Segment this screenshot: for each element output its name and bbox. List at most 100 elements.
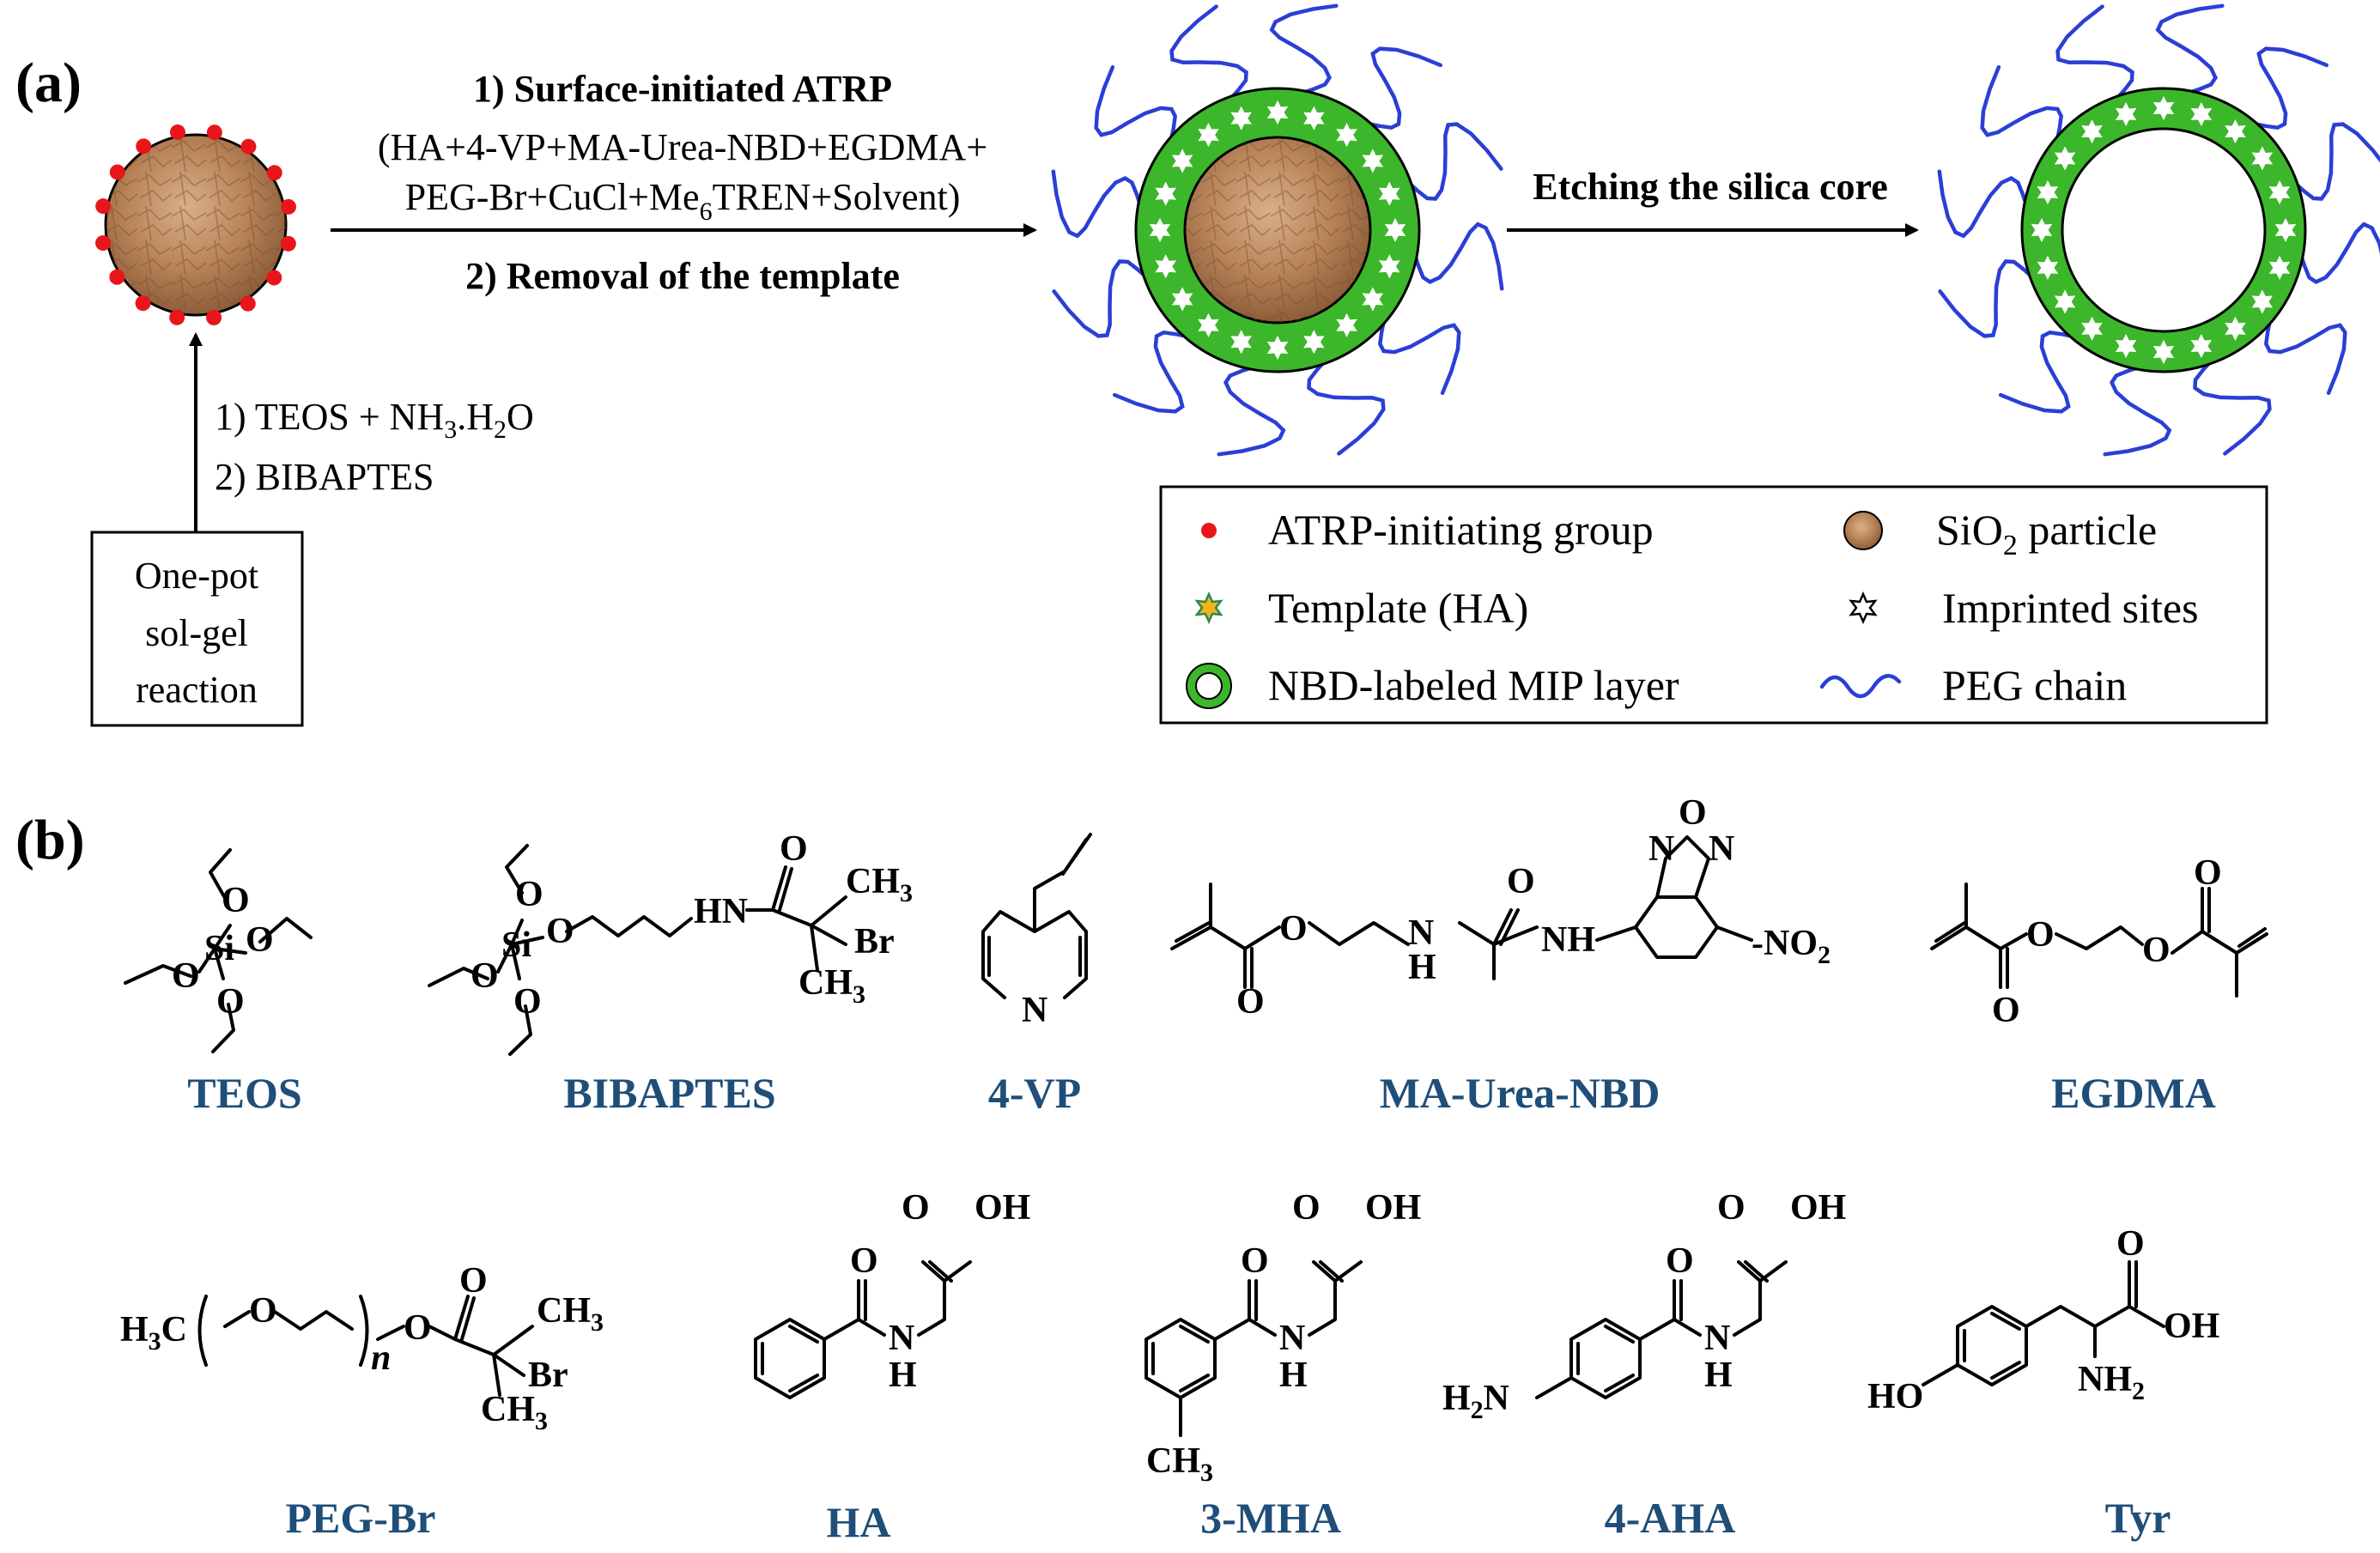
svg-text:Br: Br bbox=[854, 922, 895, 962]
svg-text:O: O bbox=[1236, 982, 1265, 1022]
peg-chain bbox=[1169, 4, 1248, 105]
legend-sio2: SiO2 particle bbox=[1936, 506, 2157, 561]
svg-text:N: N bbox=[889, 1319, 914, 1358]
svg-text:O: O bbox=[2026, 915, 2055, 955]
svg-text:O: O bbox=[459, 1261, 488, 1301]
hollow-cavity bbox=[2061, 127, 2267, 333]
name-3-mha: 3-MHA bbox=[1200, 1494, 1341, 1542]
name-4-aha: 4-AHA bbox=[1605, 1494, 1736, 1542]
peg-chain bbox=[2155, 3, 2225, 97]
bibaptes-structure: Si O O O O HN O CH3 Br CH3 bbox=[428, 829, 913, 1056]
svg-text:N: N bbox=[1709, 829, 1734, 869]
svg-text:N: N bbox=[1022, 991, 1047, 1030]
svg-text:CH3: CH3 bbox=[798, 963, 865, 1009]
peg-chain bbox=[1937, 169, 2031, 239]
atrp-group-swatch bbox=[1201, 523, 1217, 538]
peg-chain bbox=[1307, 355, 1386, 456]
sol-gel-step2: 2) BIBAPTES bbox=[215, 456, 434, 498]
atrp-initiator-dot bbox=[240, 295, 256, 312]
svg-text:N: N bbox=[1704, 1319, 1730, 1358]
atrp-initiator-dot bbox=[280, 198, 296, 215]
peg-chain bbox=[1051, 169, 1144, 239]
name-ha: HA bbox=[827, 1498, 891, 1546]
svg-text:H: H bbox=[1408, 948, 1436, 987]
svg-text:O: O bbox=[1992, 991, 2020, 1030]
svg-text:O: O bbox=[780, 829, 808, 869]
peg-chain bbox=[2055, 4, 2134, 105]
svg-text:N: N bbox=[1648, 829, 1674, 869]
peg-chain bbox=[1411, 221, 1504, 291]
atrp-initiator-dot bbox=[266, 270, 282, 286]
peg-chain bbox=[2193, 355, 2272, 456]
svg-text:OH: OH bbox=[1365, 1188, 1421, 1228]
imprinted-site-icon bbox=[1849, 591, 1878, 625]
atrp-initiator-dot bbox=[135, 295, 151, 312]
svg-text:O: O bbox=[1507, 862, 1535, 901]
peg-chain-icon bbox=[1819, 674, 1902, 699]
svg-text:OH: OH bbox=[2164, 1307, 2219, 1346]
svg-text:NH2: NH2 bbox=[2078, 1360, 2145, 1405]
svg-text:O: O bbox=[513, 982, 542, 1022]
step1-reagents-line2: PEG-Br+CuCl+Me6TREN+Solvent) bbox=[405, 176, 961, 226]
step1-reagents-line1: (HA+4-VP+MA-Urea-NBD+EGDMA+ bbox=[378, 126, 987, 168]
svg-text:N: N bbox=[1408, 913, 1434, 953]
atrp-initiator-dot bbox=[136, 138, 152, 155]
peg-chain bbox=[1403, 122, 1503, 201]
name-egdma: EGDMA bbox=[2051, 1069, 2216, 1117]
svg-text:Si: Si bbox=[501, 925, 531, 965]
svg-text:n: n bbox=[371, 1338, 391, 1378]
peg-chain bbox=[2263, 313, 2347, 396]
legend-imprinted: Imprinted sites bbox=[1942, 584, 2199, 632]
hollow-mip-particle bbox=[1937, 3, 2380, 457]
legend-mip: NBD-labeled MIP layer bbox=[1268, 661, 1679, 709]
legend-atrp: ATRP-initiating group bbox=[1268, 506, 1654, 554]
peg-chain bbox=[1938, 259, 2038, 338]
sio2-swatch bbox=[1843, 511, 1883, 550]
svg-text:O: O bbox=[850, 1241, 878, 1281]
svg-text:O: O bbox=[404, 1308, 432, 1348]
3-mha-structure: O N H O OH CH3 bbox=[1144, 1188, 1421, 1487]
atrp-initiator-dot bbox=[206, 309, 222, 325]
svg-text:OH: OH bbox=[1790, 1188, 1846, 1228]
one-pot-box bbox=[90, 531, 304, 727]
svg-text:H: H bbox=[1279, 1356, 1308, 1395]
svg-text:H3C: H3C bbox=[120, 1310, 187, 1356]
atrp-initiator-dot bbox=[95, 235, 112, 252]
peg-chain bbox=[1269, 3, 1339, 97]
svg-text:O: O bbox=[172, 956, 200, 996]
box-line-1: One-pot bbox=[135, 555, 258, 597]
svg-text:H: H bbox=[889, 1356, 917, 1395]
panel-a-label: (a) bbox=[15, 52, 82, 114]
box-line-2: sol-gel bbox=[145, 612, 248, 654]
template-star-icon bbox=[1194, 591, 1223, 625]
name-tyr: Tyr bbox=[2105, 1494, 2171, 1542]
legend-template: Template (HA) bbox=[1268, 584, 1528, 632]
step1-title: 1) Surface-initiated ATRP bbox=[473, 68, 892, 110]
svg-text:CH3: CH3 bbox=[846, 862, 913, 907]
peg-br-structure: H3C O n O O CH3 Br CH3 bbox=[120, 1261, 604, 1435]
peg-chain bbox=[2247, 46, 2329, 130]
atrp-initiator-dot bbox=[95, 198, 112, 215]
legend: ATRP-initiating group Template (HA) NBD-… bbox=[1159, 485, 2268, 725]
name-ma-urea-nbd: MA-Urea-NBD bbox=[1380, 1069, 1661, 1117]
ha-structure: O N H O OH bbox=[754, 1188, 1030, 1399]
sol-gel-step1: 1) TEOS + NH3.H2O bbox=[215, 396, 534, 444]
initiator-particle bbox=[95, 124, 296, 325]
name-peg-br: PEG-Br bbox=[286, 1494, 436, 1542]
svg-text:Br: Br bbox=[528, 1356, 568, 1395]
atrp-initiator-dot bbox=[109, 269, 125, 285]
peg-chain bbox=[2289, 122, 2380, 201]
svg-text:H: H bbox=[1704, 1356, 1733, 1395]
peg-chain bbox=[1052, 259, 1152, 338]
tyr-structure: O OH NH2 HO bbox=[1867, 1224, 2219, 1417]
4vp-structure: N bbox=[981, 833, 1092, 1030]
step2-label: 2) Removal of the template bbox=[465, 255, 900, 297]
peg-chain bbox=[1998, 330, 2080, 414]
svg-text:N: N bbox=[1279, 1319, 1305, 1358]
panel-b-label: (b) bbox=[15, 809, 85, 871]
peg-chain bbox=[1377, 313, 1461, 396]
svg-text:O: O bbox=[222, 881, 250, 920]
egdma-structure: O O O O bbox=[1930, 853, 2268, 1030]
atrp-initiator-dot bbox=[280, 235, 296, 252]
svg-text:O: O bbox=[546, 912, 574, 951]
